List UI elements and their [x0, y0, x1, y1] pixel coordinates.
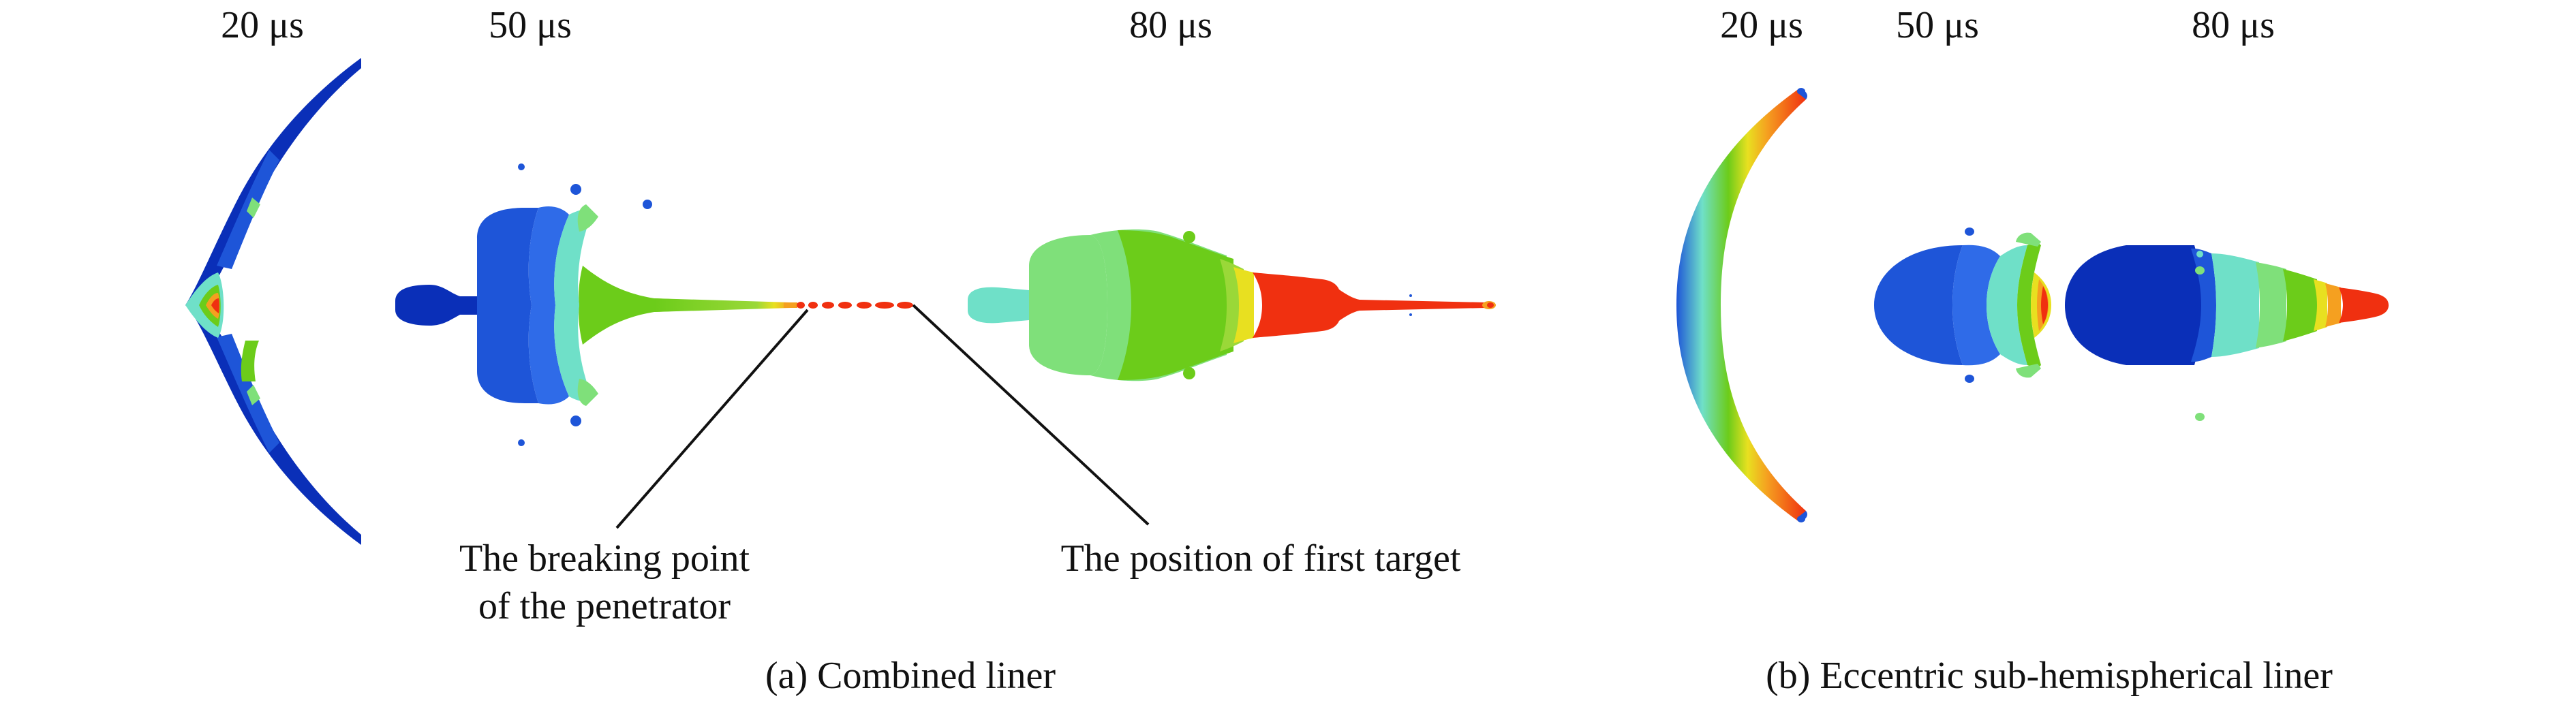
projectile-b-50us: [1874, 228, 2051, 383]
panel-a-time-20: 20 μs: [221, 4, 304, 46]
leader-first-target: [912, 304, 1150, 526]
projectile-a-50us: [395, 163, 797, 446]
panel-a-time-80: 80 μs: [1129, 4, 1212, 46]
annotation-first-target: The position of first target: [1061, 537, 1461, 580]
projectile-b-80us: [2065, 245, 2389, 421]
panel-b-time-50: 50 μs: [1896, 4, 1979, 46]
leader-breaking-point: [615, 309, 809, 529]
panel-b-time-20: 20 μs: [1720, 4, 1803, 46]
broken-jet-particles: [797, 302, 913, 309]
liner-a-20us: [185, 58, 361, 545]
caption-panel-b: (b) Eccentric sub-hemispherical liner: [1766, 655, 2333, 697]
panel-b-time-80: 80 μs: [2192, 4, 2275, 46]
liner-b-20us: [1676, 88, 1807, 522]
annotation-breaking-point-line1: The breaking point: [459, 537, 750, 580]
projectile-a-80us: [968, 229, 1496, 381]
annotation-breaking-point-line2: of the penetrator: [478, 585, 731, 627]
panel-b: 20 μs 50 μs 80 μs: [1676, 4, 2389, 697]
caption-panel-a: (a) Combined liner: [765, 655, 1056, 697]
panel-a-time-50: 50 μs: [489, 4, 572, 46]
panel-a: 20 μs 50 μs 80 μs: [185, 4, 1496, 697]
